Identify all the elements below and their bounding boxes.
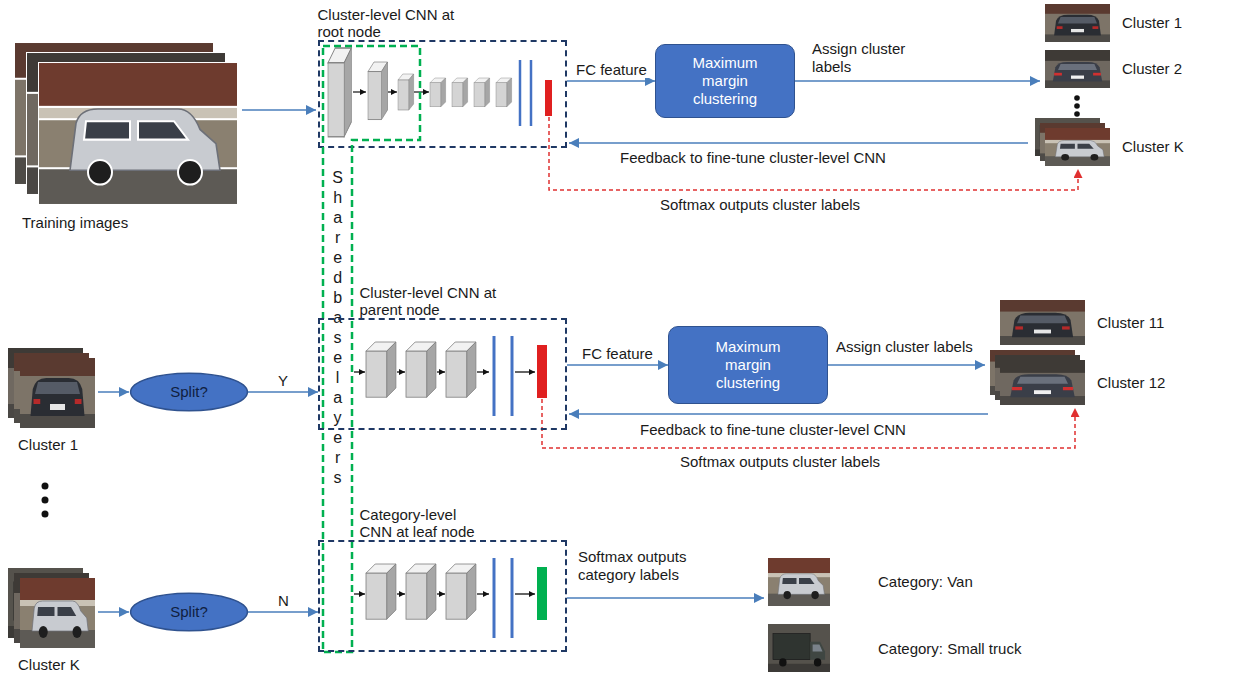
edge-label: N: [276, 592, 291, 609]
text-label: Cluster 2: [1122, 60, 1182, 78]
connector: [567, 364, 668, 366]
connector: [567, 80, 655, 82]
text-label: Training images: [22, 214, 128, 232]
text-label: Cluster 12: [1097, 374, 1165, 392]
text-label: Feedback to fine-tune cluster-level CNN: [640, 421, 906, 439]
cnn-stage-box: Cluster-level CNN at parent node: [318, 318, 567, 430]
decision-text: Split?: [170, 383, 208, 400]
text-label: Cluster 1: [1122, 14, 1182, 32]
stage-heading: Cluster-level CNN at parent node: [360, 284, 510, 318]
text-label: Cluster K: [18, 656, 80, 674]
clustering-box: Maximum margin clustering: [655, 44, 795, 118]
text-label: Category: Van: [878, 573, 973, 591]
text-label: Softmax outputs cluster labels: [660, 196, 860, 214]
split-decision: Split?: [130, 592, 248, 632]
edge-label: FC feature: [580, 345, 655, 362]
connector: [248, 391, 318, 393]
clustering-box: Maximum margin clustering: [668, 326, 828, 404]
text-label: Assign cluster labels: [812, 40, 912, 76]
text-label: Cluster 11: [1097, 314, 1164, 332]
text-label: Softmax outputs cluster labels: [680, 453, 880, 471]
text-label: Softmax outputs category labels: [578, 548, 708, 584]
stage-heading: Category-level CNN at leaf node: [360, 506, 485, 540]
cnn-stage-box: Cluster-level CNN at root node: [318, 40, 567, 148]
box-text: Maximum margin clustering: [675, 54, 775, 108]
box-text: Maximum margin clustering: [698, 338, 798, 392]
edge-label: Y: [276, 372, 290, 389]
text-label: Cluster 1: [18, 436, 78, 454]
text-label: Assign cluster labels: [836, 338, 973, 356]
decision-text: Split?: [170, 603, 208, 620]
split-decision: Split?: [130, 372, 248, 412]
vertical-label: Shared base layers: [332, 168, 343, 488]
text-label: Feedback to fine-tune cluster-level CNN: [620, 149, 886, 167]
shared-layers-group: Shared base layers: [323, 46, 420, 652]
connector: [248, 611, 318, 613]
text-label: Category: Small truck: [878, 640, 1021, 658]
cnn-stage-box: Category-level CNN at leaf node: [318, 540, 567, 652]
stage-heading: Cluster-level CNN at root node: [318, 6, 468, 40]
text-label: Cluster K: [1122, 138, 1184, 156]
edge-label: FC feature: [574, 61, 649, 78]
